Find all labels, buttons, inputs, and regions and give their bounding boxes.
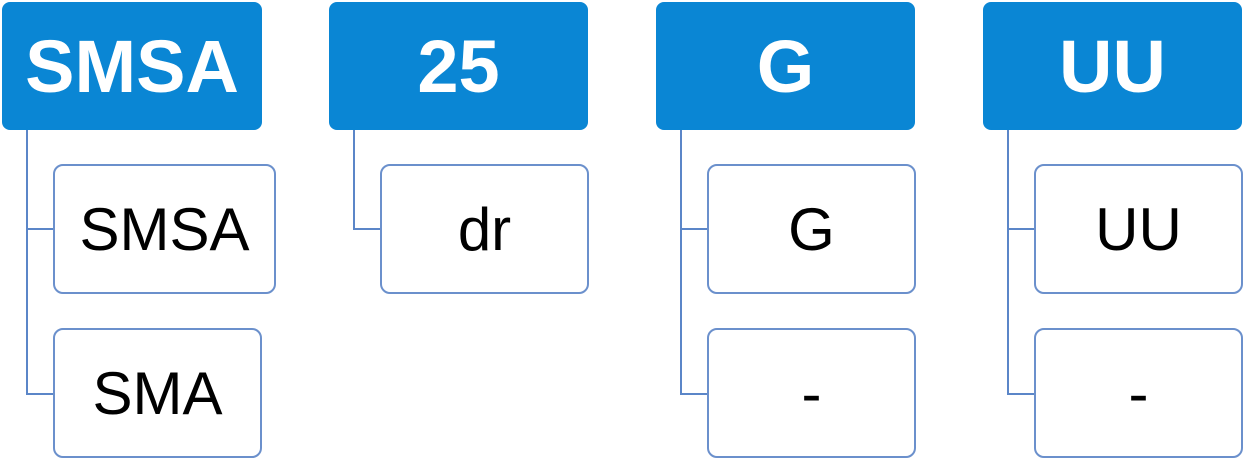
group-g: G G - <box>656 2 916 458</box>
connector-horizontal <box>680 228 708 230</box>
connector-vertical <box>353 130 355 230</box>
connector-horizontal <box>680 393 708 395</box>
child-node: SMSA <box>53 164 276 294</box>
child-node: dr <box>380 164 589 294</box>
group-header: G <box>656 2 915 130</box>
child-node: - <box>707 328 916 458</box>
child-node: SMA <box>53 328 262 458</box>
group-header: SMSA <box>2 2 262 130</box>
child-node: - <box>1034 328 1243 458</box>
connector-horizontal <box>26 393 54 395</box>
group-25: 25 dr <box>0 0 600 462</box>
connector-horizontal <box>1007 228 1035 230</box>
group-smsa: SMSA SMSA SMA <box>0 0 290 462</box>
group-header: UU <box>983 2 1242 130</box>
connector-horizontal <box>26 228 54 230</box>
group-header: 25 <box>329 2 588 130</box>
child-node: G <box>707 164 916 294</box>
connector-vertical <box>1007 130 1009 395</box>
connector-vertical <box>26 130 28 395</box>
connector-vertical <box>680 130 682 395</box>
connector-horizontal <box>353 228 381 230</box>
child-node: UU <box>1034 164 1243 294</box>
connector-horizontal <box>1007 393 1035 395</box>
